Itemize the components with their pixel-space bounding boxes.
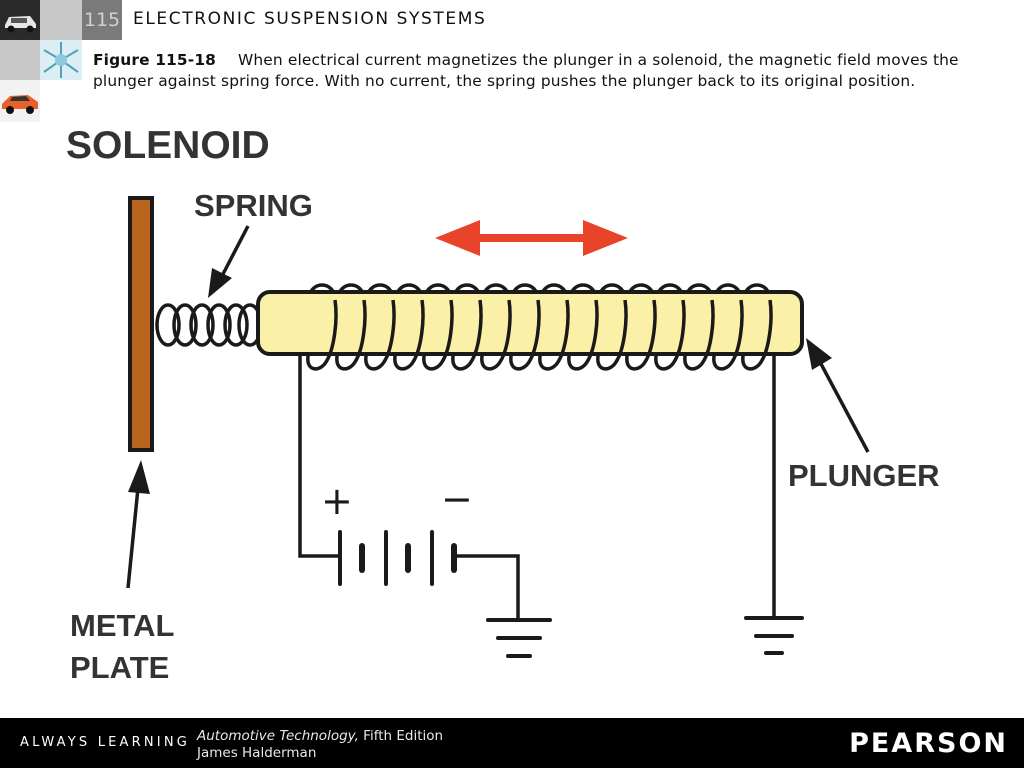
coil-loop-front	[364, 299, 396, 371]
circuit-wires	[298, 354, 776, 620]
sportscar-thumbnail-icon	[0, 80, 40, 122]
footer-tagline: ALWAYS LEARNING	[20, 735, 191, 750]
coil-loop-front	[306, 299, 338, 371]
coil-loop-front	[393, 299, 425, 371]
ground-symbol	[744, 616, 804, 655]
coil-loop-front	[451, 299, 483, 371]
movement-double-arrow	[435, 220, 628, 256]
chapter-title: ELECTRONIC SUSPENSION SYSTEMS	[133, 9, 487, 29]
coil-loop-front	[509, 299, 541, 371]
coil-loop-front	[596, 299, 628, 371]
metal-plate	[128, 196, 154, 452]
plunger-label: PLUNGER	[788, 458, 940, 493]
ground-symbol	[486, 618, 552, 658]
metal-plate-label: METAL PLATE	[70, 608, 183, 685]
metal-plate-label-line1: METAL	[70, 608, 174, 643]
header-gray-tile	[0, 40, 40, 80]
header-thumbnails	[0, 0, 82, 122]
metal-plate-pointer-arrow	[126, 460, 150, 589]
coil-loop-front	[683, 299, 715, 371]
battery	[338, 530, 457, 586]
spring-pointer-arrow	[208, 225, 250, 298]
plunger	[256, 290, 804, 356]
solenoid-coil	[306, 299, 773, 371]
coil-loop-front	[567, 299, 599, 371]
publisher-logo: PEARSON	[849, 728, 1008, 759]
diagram-title: SOLENOID	[66, 124, 270, 167]
coil-loop-front	[538, 299, 570, 371]
coil-loop-front	[712, 299, 744, 371]
car-thumbnail-icon	[0, 0, 40, 40]
coil-loop-front	[654, 299, 686, 371]
solenoid-diagram: SOLENOID SPRING +	[66, 124, 940, 685]
figure-number: Figure 115-18	[93, 51, 217, 69]
footer-author: James Halderman	[197, 745, 317, 761]
metal-plate-label-line2: PLATE	[70, 650, 169, 685]
coil-loop-front	[625, 299, 657, 371]
footer-edition: Fifth Edition	[363, 728, 444, 744]
coil-loop-front	[741, 299, 773, 371]
footer-book-info: Automotive Technology, Fifth Edition Jam…	[197, 728, 443, 762]
footer-book-title: Automotive Technology,	[197, 728, 359, 744]
spring-label: SPRING	[194, 188, 313, 223]
coil-loop-front	[422, 299, 454, 371]
chapter-number: 115	[82, 0, 122, 40]
battery-plus-label: +	[321, 479, 353, 523]
coil-loop-front	[480, 299, 512, 371]
figure-caption-text: When electrical current magnetizes the p…	[93, 51, 959, 90]
plunger-pointer-arrow	[806, 338, 870, 453]
footer-bar: ALWAYS LEARNING Automotive Technology, F…	[0, 718, 1024, 768]
spring-coil	[155, 303, 263, 347]
coil-loop-front	[335, 299, 367, 371]
header-gray-tile	[40, 0, 82, 40]
battery-minus-label: −	[441, 477, 473, 521]
turbine-thumbnail-icon	[40, 40, 82, 80]
